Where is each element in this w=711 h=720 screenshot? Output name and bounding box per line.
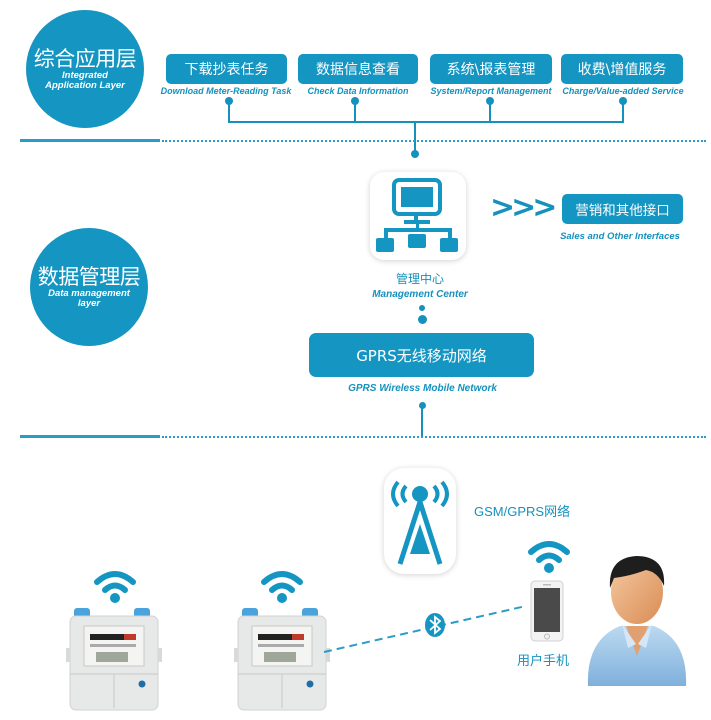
function-label-cn: 下载抄表任务 — [184, 62, 269, 78]
layer-separator-dotted — [162, 436, 706, 438]
gas-meter-1[interactable] — [64, 608, 168, 712]
sales-interface-box[interactable]: 营销和其他接口 — [562, 194, 683, 224]
management-center-label-cn: 管理中心 — [395, 272, 444, 286]
tower-network-label: GSM/GPRS网络 — [474, 504, 571, 519]
connector-line — [622, 100, 624, 122]
wifi-icon — [528, 541, 570, 573]
management-center-icon-frame[interactable] — [370, 172, 466, 260]
function-label-en: Charge/Value-added Service — [562, 86, 684, 96]
connector-bus — [228, 121, 624, 123]
connector-dot — [418, 315, 427, 324]
function-label-cn: 系统\报表管理 — [446, 62, 536, 78]
gprs-network-label-en: GPRS Wireless Mobile Network — [348, 383, 497, 394]
data-layer-circle: 数据管理层 Data management layer — [30, 228, 148, 346]
connector-line — [228, 100, 230, 122]
bluetooth-link-line — [323, 605, 527, 653]
function-box-system-report[interactable]: 系统\报表管理 — [430, 54, 552, 84]
signal-tower-frame — [384, 468, 456, 574]
connector-line — [354, 100, 356, 122]
gprs-network-label-cn: GPRS无线移动网络 — [356, 346, 487, 365]
wifi-icon — [94, 571, 136, 603]
function-box-check-data[interactable]: 数据信息查看 — [298, 54, 418, 84]
gprs-network-box[interactable]: GPRS无线移动网络 — [309, 333, 534, 377]
sales-interface-label-en: Sales and Other Interfaces — [560, 231, 680, 242]
phone-label: 用户手机 — [517, 654, 570, 669]
layer-separator-solid — [20, 139, 160, 142]
layer-separator-solid — [20, 435, 160, 438]
bluetooth-icon — [425, 613, 445, 637]
connector-dot — [411, 150, 419, 158]
function-box-charge-service[interactable]: 收费\增值服务 — [561, 54, 683, 84]
sales-interface-label-cn: 营销和其他接口 — [575, 203, 670, 219]
user-avatar-icon — [587, 556, 687, 686]
application-layer-title-cn: 综合应用层 — [33, 47, 137, 71]
signal-tower-icon — [391, 480, 449, 565]
function-label-cn: 收费\增值服务 — [577, 62, 667, 78]
function-label-en: Check Data Information — [307, 86, 409, 96]
function-label-en: Download Meter-Reading Task — [160, 86, 292, 96]
function-label-cn: 数据信息查看 — [316, 62, 400, 78]
connector-line — [489, 100, 491, 122]
connector-dot — [419, 305, 425, 311]
application-layer-title-en: Integrated Application Layer — [45, 70, 125, 91]
application-layer-circle: 综合应用层 Integrated Application Layer — [26, 10, 144, 128]
data-layer-title-cn: 数据管理层 — [37, 265, 141, 289]
smartphone-icon[interactable] — [530, 580, 564, 642]
gas-meter-2[interactable] — [232, 608, 336, 712]
data-layer-title-en: Data management layer — [48, 288, 130, 309]
wifi-icon — [261, 571, 303, 603]
management-center-label-en: Management Center — [372, 289, 468, 300]
function-label-en: System/Report Management — [430, 86, 552, 96]
layer-separator-dotted — [162, 140, 706, 142]
function-box-download-task[interactable]: 下载抄表任务 — [166, 54, 287, 84]
connector-trunk — [414, 121, 416, 153]
connector-line — [421, 405, 423, 437]
network-computer-icon — [376, 178, 458, 252]
arrows-icon: >>> — [490, 190, 557, 225]
